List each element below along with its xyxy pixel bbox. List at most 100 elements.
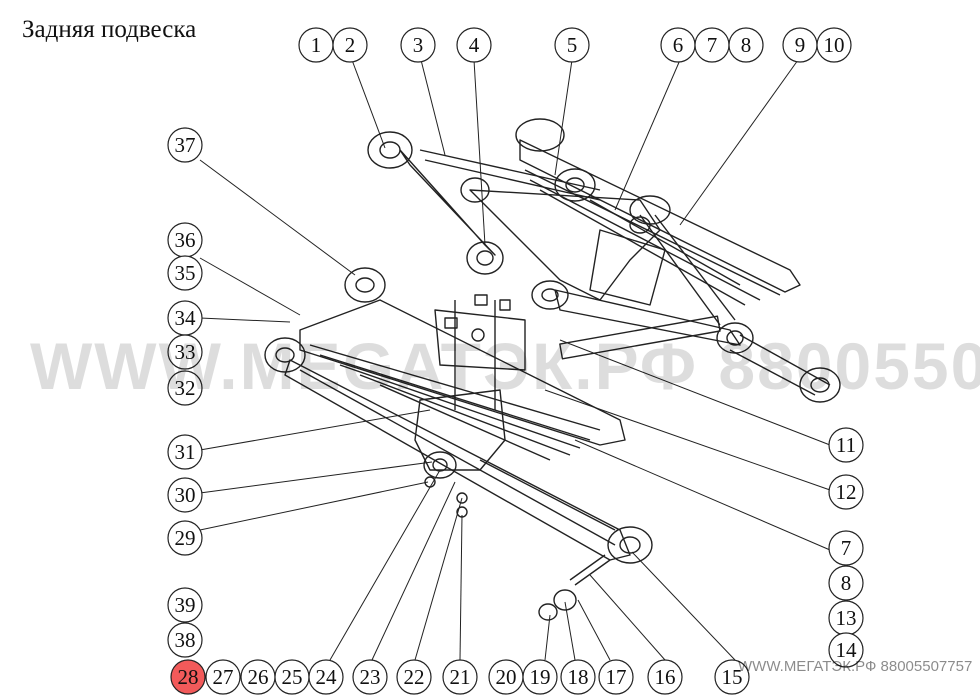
callout-circle	[828, 632, 864, 668]
callout-label: 34	[175, 306, 197, 330]
callout-label: 10	[824, 33, 845, 57]
callout-c22: 22	[396, 659, 432, 695]
callout-circle	[170, 659, 206, 695]
callout-c7b: 7	[828, 530, 864, 566]
callout-circle	[205, 659, 241, 695]
callout-c23: 23	[352, 659, 388, 695]
callout-circle	[828, 427, 864, 463]
callout-c32: 32	[167, 370, 203, 406]
watermark-text: WWW.MEGATЭК.РФ 88005507757	[30, 329, 980, 403]
callout-c13: 13	[828, 600, 864, 636]
callout-c18: 18	[560, 659, 596, 695]
callout-label: 25	[282, 665, 303, 689]
callout-c15: 15	[714, 659, 750, 695]
callout-label: 19	[530, 665, 551, 689]
callout-c7: 7	[694, 27, 730, 63]
callout-circle	[598, 659, 634, 695]
callout-label: 17	[606, 665, 627, 689]
callout-c39: 39	[167, 587, 203, 623]
upper-bushings	[367, 118, 841, 403]
upper-torque-rod	[399, 149, 601, 256]
callout-c35: 35	[167, 255, 203, 291]
callout-c11: 11	[828, 427, 864, 463]
callout-c3: 3	[400, 27, 436, 63]
callout-c20: 20	[488, 659, 524, 695]
callout-label: 1	[311, 33, 322, 57]
callout-c21: 21	[442, 659, 478, 695]
callout-circle	[400, 27, 436, 63]
callout-label: 32	[175, 376, 196, 400]
callout-label: 16	[655, 665, 676, 689]
callout-circle	[828, 530, 864, 566]
callout-label: 13	[836, 606, 857, 630]
callout-label: 18	[568, 665, 589, 689]
callout-c10: 10	[816, 27, 852, 63]
lower-cross-rod	[559, 315, 721, 360]
callout-label: 12	[836, 480, 857, 504]
callout-label: 15	[722, 665, 743, 689]
page-title: Задняя подвеска	[22, 16, 197, 43]
callout-c31: 31	[167, 434, 203, 470]
callout-c28: 28	[170, 659, 206, 695]
callout-label: 38	[175, 628, 196, 652]
callout-label: 36	[175, 228, 196, 252]
footer-site-text: WWW.МЕГАТЭК.РФ 88005507757	[738, 658, 973, 675]
callout-label: 5	[567, 33, 578, 57]
callout-c9: 9	[782, 27, 818, 63]
callout-circle	[308, 659, 344, 695]
callout-c36: 36	[167, 222, 203, 258]
callout-label: 7	[707, 33, 718, 57]
callout-circle	[167, 622, 203, 658]
callout-label: 22	[404, 665, 425, 689]
callout-circle	[714, 659, 750, 695]
callout-c24: 24	[308, 659, 344, 695]
callout-c17: 17	[598, 659, 634, 695]
callout-c12: 12	[828, 474, 864, 510]
callout-circle	[167, 434, 203, 470]
callout-c16: 16	[647, 659, 683, 695]
callout-circle	[167, 255, 203, 291]
callout-c19: 19	[522, 659, 558, 695]
callout-label: 26	[248, 665, 269, 689]
callout-label: 2	[345, 33, 356, 57]
callout-circle	[828, 474, 864, 510]
callout-c5: 5	[554, 27, 590, 63]
callout-label: 31	[175, 440, 196, 464]
callout-label: 21	[450, 665, 471, 689]
callout-c30: 30	[167, 477, 203, 513]
callout-label: 20	[496, 665, 517, 689]
callout-circle	[560, 659, 596, 695]
callout-circle	[167, 477, 203, 513]
callout-label: 24	[316, 665, 338, 689]
callout-label: 23	[360, 665, 381, 689]
callout-circle	[167, 127, 203, 163]
callout-c33: 33	[167, 334, 203, 370]
callout-c27: 27	[205, 659, 241, 695]
upper-long-arm	[554, 214, 831, 396]
callout-label: 27	[213, 665, 234, 689]
callout-c1: 1	[298, 27, 334, 63]
callout-c34: 34	[167, 300, 203, 336]
callout-label: 4	[469, 33, 480, 57]
callout-circle	[816, 27, 852, 63]
upper-axle-housing	[469, 189, 666, 306]
callout-label: 33	[175, 340, 196, 364]
callout-c4: 4	[456, 27, 492, 63]
callout-circle	[396, 659, 432, 695]
callout-circle	[442, 659, 478, 695]
callout-label: 14	[836, 638, 858, 662]
callout-label: 29	[175, 526, 196, 550]
callout-c6: 6	[660, 27, 696, 63]
callout-label: 28	[178, 665, 199, 689]
callout-label: 3	[413, 33, 424, 57]
callout-label: 7	[841, 536, 852, 560]
callout-label: 30	[175, 483, 196, 507]
callout-c38: 38	[167, 622, 203, 658]
callout-c2: 2	[332, 27, 368, 63]
callout-label: 39	[175, 593, 196, 617]
lower-hardware	[424, 294, 611, 586]
callout-circle	[352, 659, 388, 695]
callout-label: 8	[841, 571, 852, 595]
